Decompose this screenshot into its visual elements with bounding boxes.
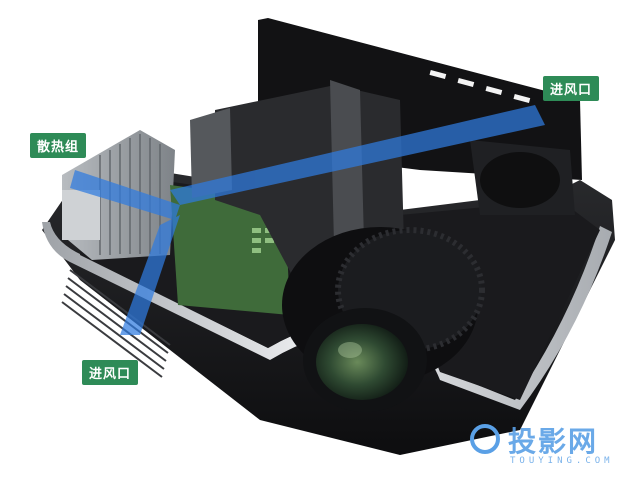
back-wall-slots <box>429 69 531 103</box>
intake-bottom-label: 进风口 <box>82 360 139 385</box>
lens-assembly <box>282 227 485 412</box>
watermark-domain: TOUYING.COM <box>510 456 614 466</box>
target-circle-icon <box>470 424 500 454</box>
heatsink-label: 散热组 <box>30 133 87 158</box>
vent-grille <box>61 269 171 378</box>
airflow-arrows <box>70 105 545 335</box>
pcb-board <box>170 185 290 315</box>
watermark: 投影网 TOUYING.COM <box>470 420 630 472</box>
watermark-brand: 投影网 <box>508 425 599 458</box>
intake-top-label: 进风口 <box>543 76 600 101</box>
